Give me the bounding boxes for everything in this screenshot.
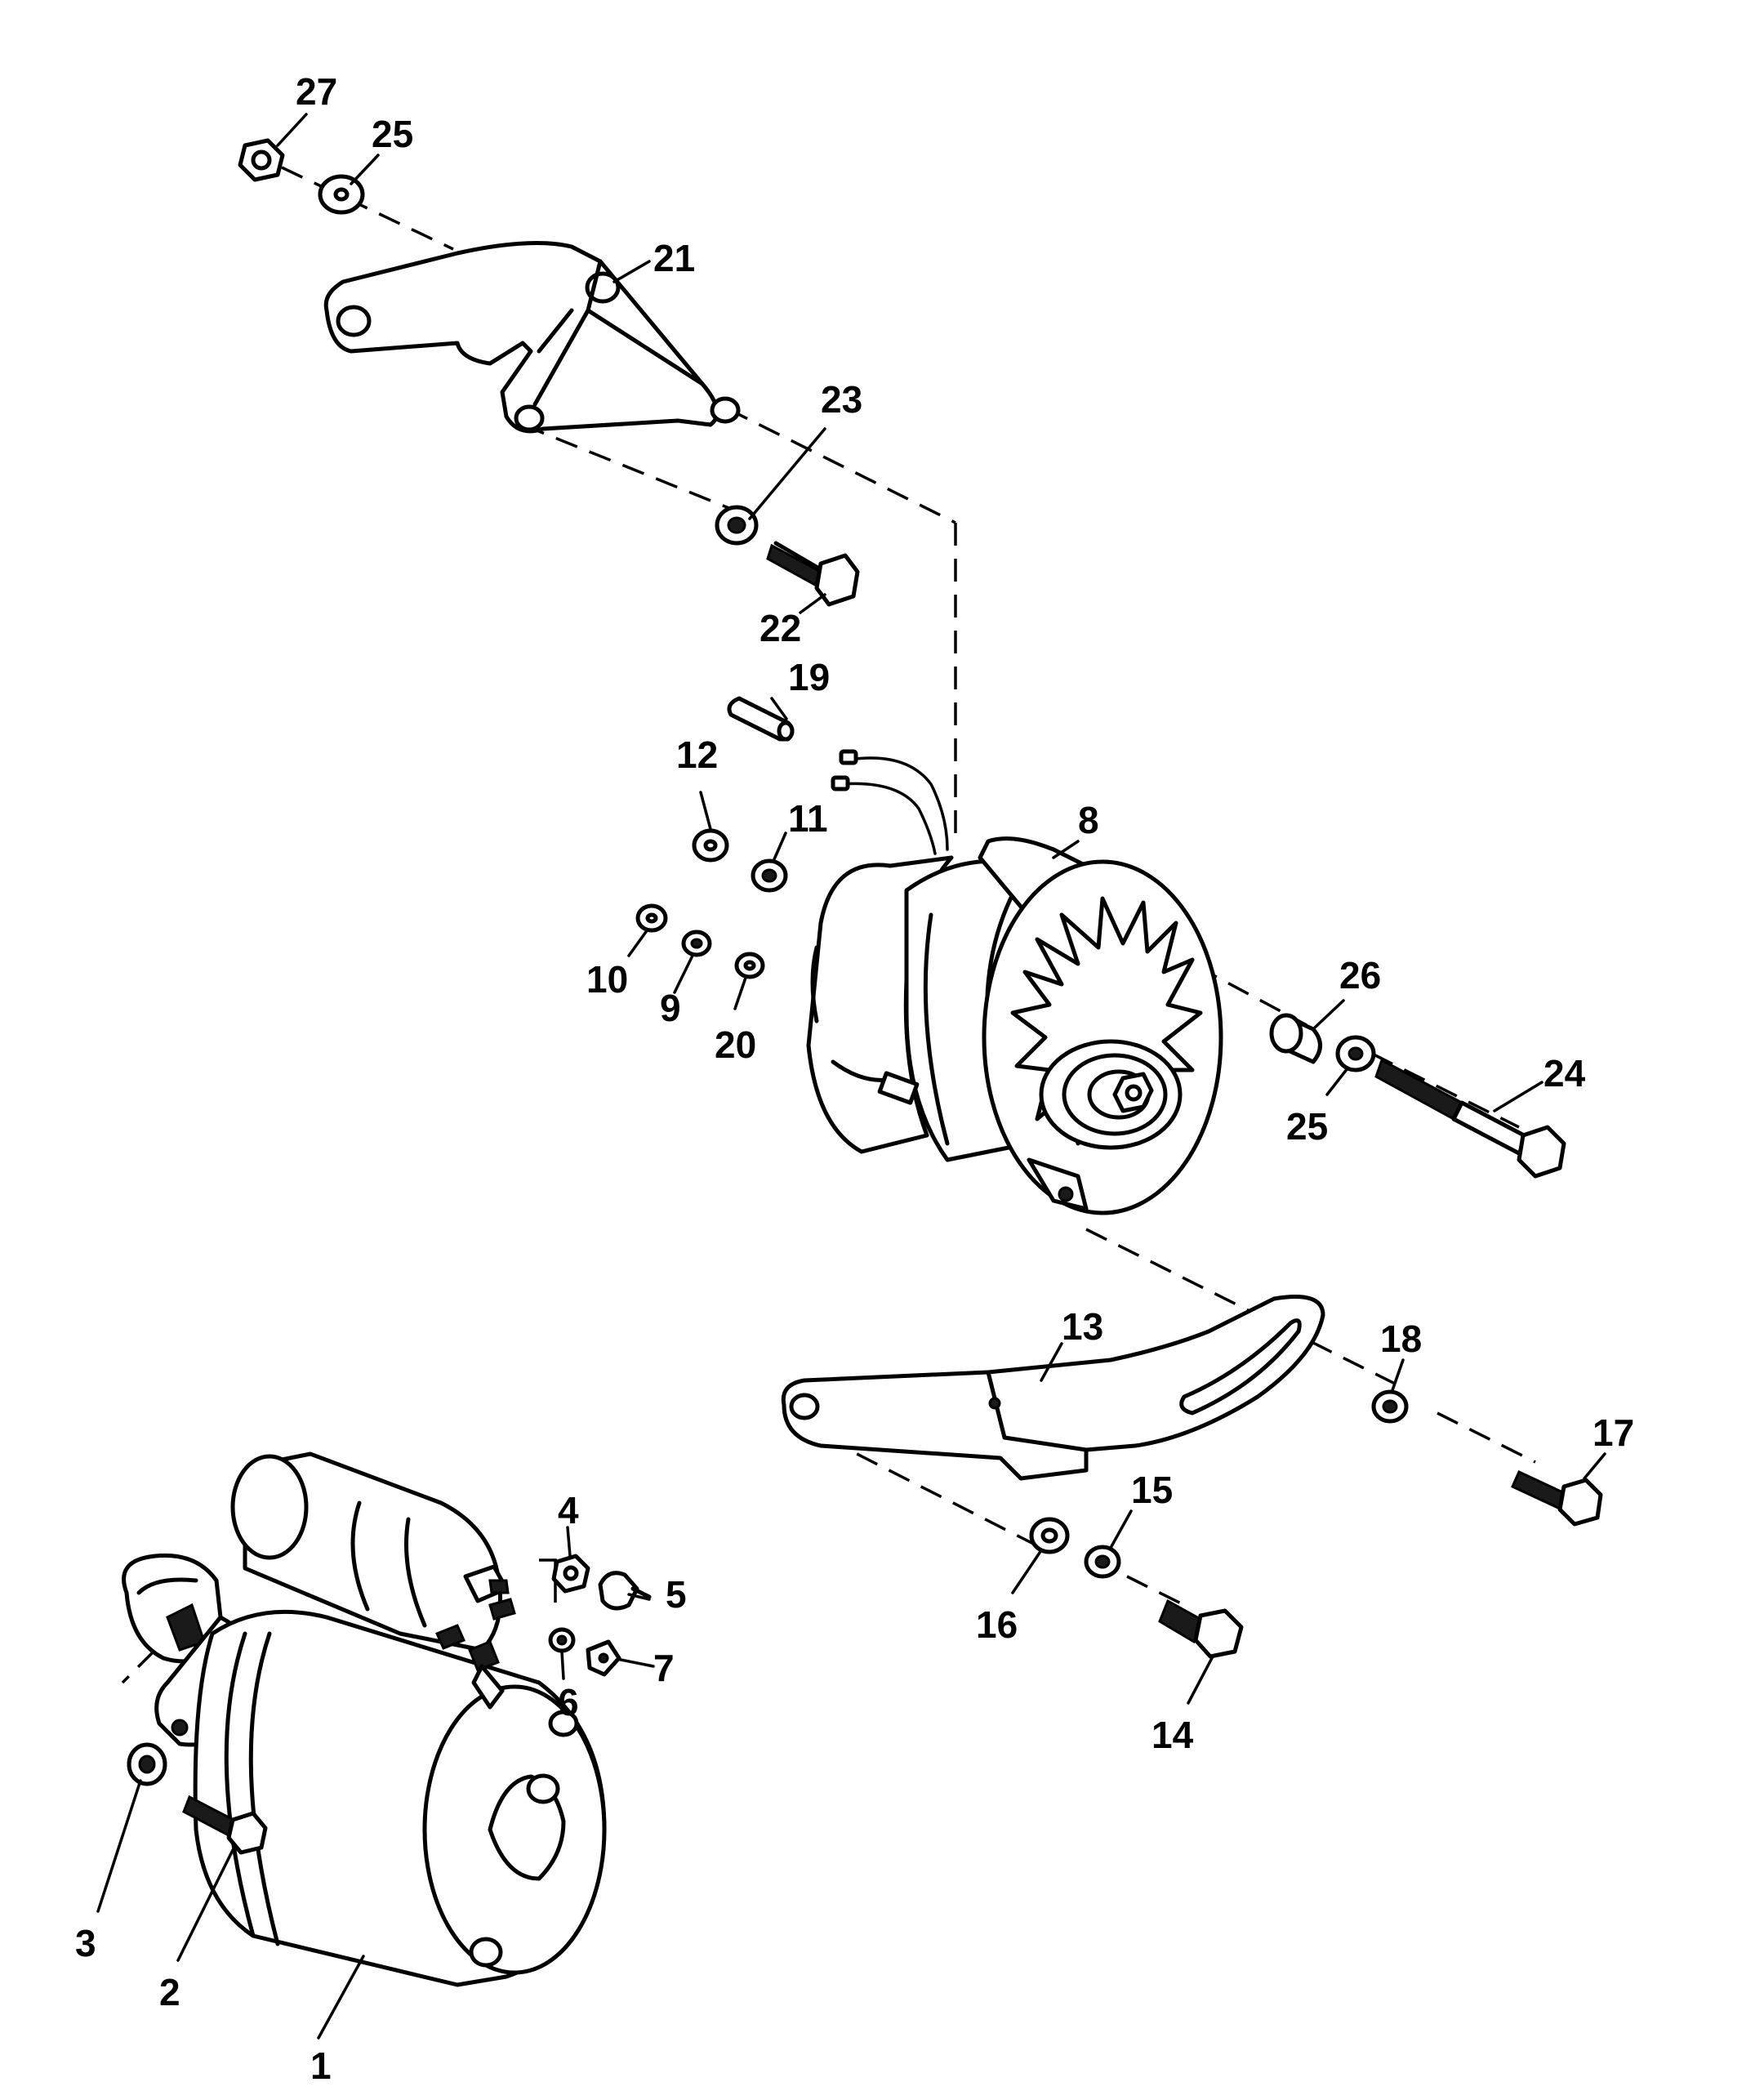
- callout-12: 12: [676, 733, 718, 776]
- part-9-washer: [681, 930, 712, 957]
- part-6-nut: [548, 1627, 576, 1653]
- part-5-terminal-boot: [598, 1571, 652, 1611]
- callout-25-right: 25: [1286, 1105, 1328, 1148]
- part-11-washer: [751, 858, 788, 893]
- callout-15: 15: [1131, 1469, 1173, 1511]
- callout-6: 6: [558, 1681, 579, 1723]
- callout-8: 8: [1078, 799, 1099, 841]
- callout-23: 23: [821, 378, 862, 421]
- callout-16: 16: [976, 1603, 1018, 1646]
- callout-13: 13: [1062, 1305, 1103, 1348]
- leader-lines: [96, 113, 1606, 2040]
- callout-5: 5: [666, 1573, 687, 1616]
- part-22-bolt: [766, 541, 860, 607]
- part-18-washer: [1371, 1389, 1409, 1424]
- callout-18: 18: [1380, 1318, 1422, 1360]
- part-25-washer-top: [318, 174, 365, 215]
- part-19-pin: [727, 696, 795, 742]
- callout-3: 3: [75, 1922, 96, 1964]
- part-16-washer: [1029, 1517, 1070, 1554]
- part-23-lockwasher: [715, 505, 759, 546]
- callout-24: 24: [1544, 1052, 1586, 1095]
- part-21-bracket: [323, 241, 741, 434]
- part-25-washer-right: [1335, 1035, 1376, 1072]
- callout-7: 7: [653, 1647, 675, 1689]
- callout-1: 1: [310, 2044, 332, 2087]
- callout-4: 4: [558, 1489, 579, 1532]
- callout-10: 10: [586, 958, 628, 1001]
- callout-25-top: 25: [372, 113, 413, 155]
- part-12-nut: [692, 828, 729, 863]
- part-7-nut: [586, 1639, 621, 1677]
- callout-22: 22: [760, 607, 801, 649]
- callout-9: 9: [660, 987, 681, 1029]
- part-3-washer: [127, 1742, 167, 1786]
- callout-26: 26: [1339, 954, 1381, 996]
- callout-21: 21: [653, 237, 695, 279]
- callout-19: 19: [788, 656, 830, 698]
- callout-17: 17: [1592, 1411, 1634, 1454]
- part-14-bolt: [1158, 1598, 1244, 1659]
- part-1-starter-motor: [122, 1451, 607, 1987]
- part-17-bolt: [1511, 1469, 1603, 1527]
- callout-labels: 27 25 21 23 22 19 12 11 8 10 9 20 26 24 …: [75, 70, 1634, 2087]
- callout-11: 11: [788, 797, 828, 840]
- part-2-bolt: [182, 1795, 268, 1855]
- callout-2: 2: [159, 1971, 180, 2013]
- callout-14: 14: [1152, 1714, 1194, 1756]
- part-20-washer: [734, 952, 765, 979]
- callout-20: 20: [715, 1023, 756, 1066]
- part-4-nut: [551, 1554, 590, 1594]
- part-13-adjust-brace: [781, 1295, 1325, 1481]
- callout-27: 27: [296, 70, 337, 113]
- part-24-bolt: [1374, 1058, 1566, 1179]
- part-10-nut: [635, 903, 668, 933]
- part-27-nut: [238, 138, 285, 182]
- part-26-spacer: [1269, 1013, 1322, 1064]
- part-15-lockwasher: [1084, 1545, 1121, 1579]
- part-8-alternator: [806, 749, 1223, 1215]
